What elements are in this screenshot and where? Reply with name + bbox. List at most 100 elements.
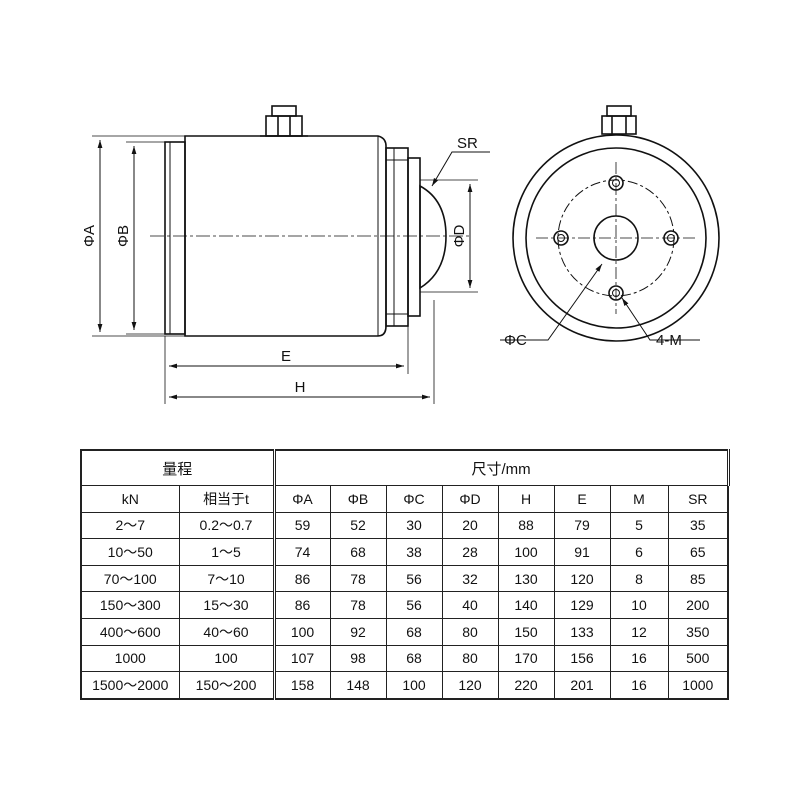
column-header: M	[609, 485, 669, 513]
mounting-hole-top	[608, 175, 624, 191]
table-cell: 40～60	[178, 617, 276, 646]
table-cell: 170	[497, 644, 555, 673]
table-cell: 2～7	[80, 511, 180, 540]
table-cell: 133	[553, 617, 611, 646]
table-cell: 65	[667, 538, 729, 566]
table-cell: 92	[329, 617, 387, 646]
table-cell: 120	[441, 671, 499, 700]
table-cell: 16	[609, 671, 669, 700]
mounting-hole-right	[663, 230, 679, 246]
table-cell: 98	[329, 644, 387, 673]
table-cell: 100	[385, 671, 443, 700]
table-cell: 32	[441, 564, 499, 593]
label-4-m: 4-M	[656, 332, 682, 349]
column-header: H	[497, 485, 555, 513]
table-cell: 158	[273, 671, 331, 700]
table-cell: 5	[609, 511, 669, 540]
table-cell: 150	[497, 617, 555, 646]
table-cell: 10	[609, 591, 669, 619]
column-header: ΦA	[273, 485, 331, 513]
inner-ring	[525, 147, 707, 329]
column-header-row: kN 相当于t ΦA ΦB ΦC ΦD H E M SR	[80, 485, 729, 513]
outer-ring	[512, 134, 720, 342]
table-cell: 7～10	[178, 564, 276, 593]
label-e: E	[281, 348, 291, 365]
table-cell: 40	[441, 591, 499, 619]
label-h: H	[295, 379, 306, 396]
column-header: kN	[80, 485, 180, 513]
table-cell: 100	[273, 617, 331, 646]
table-cell: 10～50	[80, 538, 180, 566]
table-cell: 0.2～0.7	[178, 511, 276, 540]
table-cell: 52	[329, 511, 387, 540]
specification-table: 量程 尺寸/mm kN 相当于t ΦA ΦB ΦC ΦD H E M SR 2～…	[80, 449, 730, 700]
table-cell: 56	[385, 564, 443, 593]
table-cell: 68	[385, 617, 443, 646]
connector-top	[260, 105, 308, 137]
label-phi-c: ΦC	[504, 332, 527, 349]
side-view	[92, 105, 490, 404]
table-cell: 200	[667, 591, 729, 619]
table-cell: 8	[609, 564, 669, 593]
table-cell: 1～5	[178, 538, 276, 566]
column-header: 相当于t	[178, 485, 276, 513]
right-flange	[385, 147, 409, 327]
table-cell: 148	[329, 671, 387, 700]
table-cell: 107	[273, 644, 331, 673]
table-cell: 86	[273, 591, 331, 619]
label-phi-a: ΦA	[81, 225, 98, 247]
table-cell: 1500～2000	[80, 671, 180, 700]
table-cell: 74	[273, 538, 331, 566]
table-cell: 68	[385, 644, 443, 673]
table-cell: 16	[609, 644, 669, 673]
table-cell: 35	[667, 511, 729, 540]
column-header: SR	[667, 485, 729, 513]
table-cell: 78	[329, 591, 387, 619]
connector-top-end	[601, 105, 637, 135]
table-cell: 150～200	[178, 671, 276, 700]
table-cell: 78	[329, 564, 387, 593]
table-cell: 80	[441, 644, 499, 673]
table-cell: 100	[178, 644, 276, 673]
mounting-hole-bottom	[608, 285, 624, 301]
table-cell: 30	[385, 511, 443, 540]
table-cell: 100	[497, 538, 555, 566]
technical-drawing: ΦA ΦB ΦD SR E H	[81, 105, 720, 404]
table-cell: 201	[553, 671, 611, 700]
table-cell: 6	[609, 538, 669, 566]
dimensions-group-header: 尺寸/mm	[273, 449, 730, 486]
table-cell: 56	[385, 591, 443, 619]
table-cell: 1000	[80, 644, 180, 673]
table-cell: 85	[667, 564, 729, 593]
label-sr: SR	[457, 135, 478, 152]
table-cell: 20	[441, 511, 499, 540]
table-cell: 129	[553, 591, 611, 619]
label-phi-b: ΦB	[115, 225, 132, 247]
table-cell: 140	[497, 591, 555, 619]
table-cell: 70～100	[80, 564, 180, 593]
table-cell: 28	[441, 538, 499, 566]
table-cell: 68	[329, 538, 387, 566]
spherical-head	[419, 184, 447, 290]
table-cell: 500	[667, 644, 729, 673]
column-header: E	[553, 485, 611, 513]
group-header-row: 量程 尺寸/mm	[80, 449, 730, 486]
table-cell: 156	[553, 644, 611, 673]
column-header: ΦC	[385, 485, 443, 513]
table-cell: 130	[497, 564, 555, 593]
table-cell: 220	[497, 671, 555, 700]
table-cell: 1000	[667, 671, 729, 700]
table-cell: 400～600	[80, 617, 180, 646]
table-cell: 12	[609, 617, 669, 646]
table-cell: 59	[273, 511, 331, 540]
table-cell: 38	[385, 538, 443, 566]
range-group-header: 量程	[80, 449, 276, 486]
table-cell: 86	[273, 564, 331, 593]
left-end-ring	[164, 141, 186, 335]
